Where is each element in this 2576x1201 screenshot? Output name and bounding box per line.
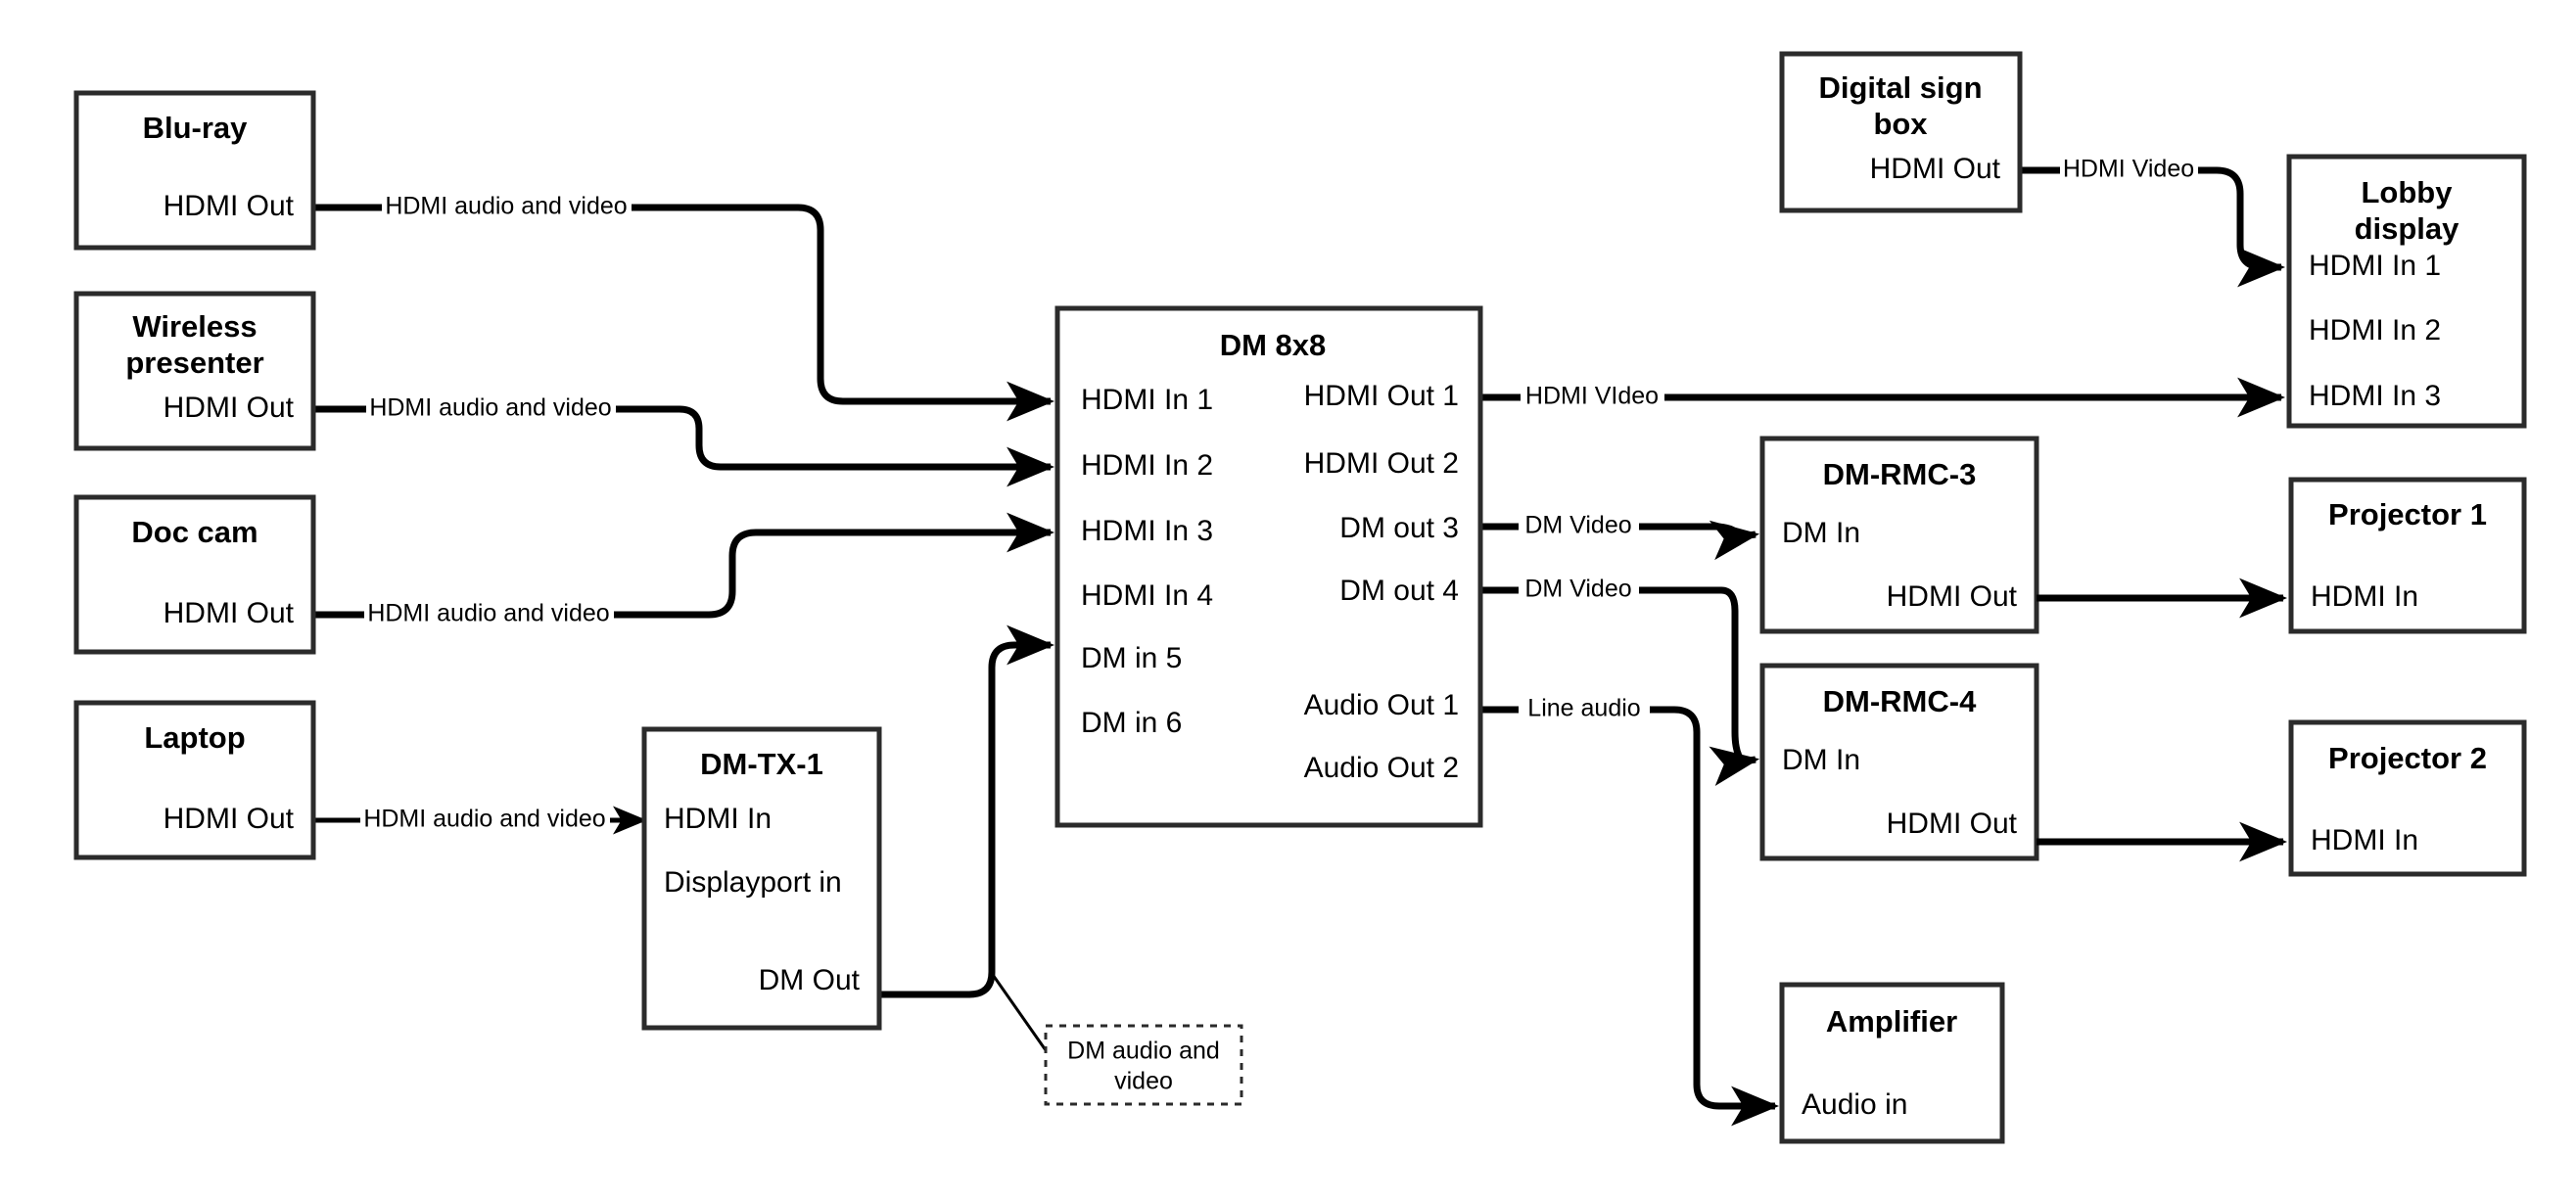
device-dm-8x8-box — [1054, 305, 1483, 828]
device-lobby-display-title-line1: Lobby — [2362, 175, 2454, 209]
link-label-digitalsign-to-lobby: HDMI Video — [2063, 156, 2194, 183]
device-lobby-display-input-2: HDMI In 2 — [2309, 314, 2441, 346]
device-dm-8x8-input-2: HDMI In 2 — [1081, 449, 1213, 482]
device-digital-sign-box[interactable]: Digital sign box HDMI Out — [1779, 51, 2023, 213]
device-projector-1[interactable]: Projector 1 HDMI In — [2288, 477, 2527, 634]
link-label-dm8x8-audioout1: Line audio — [1527, 695, 1640, 722]
device-doc-cam[interactable]: Doc cam HDMI Out — [73, 494, 316, 655]
device-dm-rmc-3-box — [1759, 436, 2039, 634]
device-dm-tx-1-port-hdmi-in: HDMI In — [664, 803, 772, 835]
wire-dmtx1-to-dm8x8 — [879, 624, 1055, 998]
device-doc-cam-title: Doc cam — [131, 515, 258, 549]
device-laptop-title: Laptop — [144, 720, 245, 755]
link-label-dm8x8-dmout4: DM Video — [1524, 576, 1631, 603]
device-dm-rmc-4[interactable]: DM-RMC-4 DM In HDMI Out — [1759, 663, 2039, 861]
link-label-bluray-to-dm8x8: HDMI audio and video — [385, 193, 627, 220]
device-dm-8x8-output-6: Audio Out 2 — [1304, 752, 1459, 784]
wire-digitalsign-to-lobby — [2020, 166, 2281, 267]
device-laptop-box — [73, 700, 316, 860]
device-dm-8x8[interactable]: DM 8x8 HDMI In 1 HDMI In 2 HDMI In 3 HDM… — [1054, 305, 1483, 828]
link-label-wireless-to-dm8x8: HDMI audio and video — [369, 394, 611, 422]
link-label-dm8x8-dmout3: DM Video — [1524, 512, 1631, 539]
device-wireless-presenter-title-line2: presenter — [125, 346, 263, 380]
wire-wireless-to-dm8x8 — [313, 405, 1051, 467]
device-digital-sign-box-title-line1: Digital sign — [1818, 70, 1982, 105]
device-projector-2-title: Projector 2 — [2328, 741, 2487, 775]
wire-dm8x8-dmout4-to-dmrmc4 — [1480, 586, 1756, 762]
device-bluray-box — [73, 90, 316, 251]
device-wireless-presenter-box — [73, 291, 316, 451]
device-dm-tx-1-port-displayport-in: Displayport in — [664, 866, 842, 899]
device-dm-8x8-input-6: DM in 6 — [1081, 707, 1182, 739]
link-label-laptop-to-dmtx1: HDMI audio and video — [363, 806, 605, 833]
callout-dm-audio-and-video-line2: video — [1114, 1068, 1173, 1095]
device-digital-sign-box-title-line2: box — [1873, 107, 1928, 141]
device-dm-rmc-3-title: DM-RMC-3 — [1823, 457, 1977, 491]
device-dm-tx-1-box — [641, 726, 882, 1031]
callout-dm-audio-and-video-box — [1044, 1024, 1243, 1106]
device-bluray-port-hdmi-out: HDMI Out — [164, 190, 295, 222]
device-dm-8x8-input-5: DM in 5 — [1081, 642, 1182, 674]
device-digital-sign-box-box — [1779, 51, 2023, 213]
device-dm-rmc-4-port-dm-in: DM In — [1782, 744, 1860, 776]
device-dm-8x8-output-4: DM out 4 — [1339, 575, 1459, 607]
device-dm-rmc-4-port-hdmi-out: HDMI Out — [1887, 808, 2018, 840]
device-dm-rmc-4-box — [1759, 663, 2039, 861]
callout-dm-audio-and-video-line1: DM audio and — [1067, 1038, 1220, 1065]
device-dm-rmc-3-port-dm-in: DM In — [1782, 517, 1860, 549]
device-projector-2-box — [2288, 719, 2527, 877]
device-dm-8x8-output-5: Audio Out 1 — [1304, 689, 1459, 721]
device-projector-2[interactable]: Projector 2 HDMI In — [2288, 719, 2527, 877]
device-amplifier-box — [1779, 982, 2005, 1144]
device-lobby-display-box — [2286, 154, 2527, 429]
device-bluray-title: Blu-ray — [143, 111, 249, 145]
device-wireless-presenter-title-line1: Wireless — [132, 309, 257, 344]
device-lobby-display-input-3: HDMI In 3 — [2309, 380, 2441, 412]
device-dm-tx-1[interactable]: DM-TX-1 HDMI In Displayport in DM Out — [641, 726, 882, 1031]
device-dm-rmc-3-port-hdmi-out: HDMI Out — [1887, 580, 2018, 613]
device-doc-cam-port-hdmi-out: HDMI Out — [164, 597, 295, 629]
device-dm-tx-1-port-dm-out: DM Out — [759, 964, 861, 996]
device-lobby-display[interactable]: Lobby display HDMI In 1 HDMI In 2 HDMI I… — [2286, 154, 2527, 429]
wire-doccam-to-dm8x8 — [313, 532, 1051, 619]
link-label-dm8x8-hdmiout1: HDMI VIdeo — [1525, 383, 1659, 410]
device-dm-rmc-3[interactable]: DM-RMC-3 DM In HDMI Out — [1759, 436, 2039, 634]
device-lobby-display-input-1: HDMI In 1 — [2309, 250, 2441, 282]
leader-dm-audio-video-callout — [989, 971, 1048, 1051]
wire-bluray-to-dm8x8 — [313, 204, 1051, 401]
device-projector-1-title: Projector 1 — [2328, 497, 2487, 531]
link-label-doccam-to-dm8x8: HDMI audio and video — [367, 600, 609, 627]
wire-dm8x8-audioout1-to-amplifier — [1480, 706, 1775, 1106]
device-dm-8x8-input-4: HDMI In 4 — [1081, 579, 1213, 612]
device-dm-8x8-output-1: HDMI Out 1 — [1304, 380, 1459, 412]
device-dm-rmc-4-title: DM-RMC-4 — [1823, 684, 1977, 718]
callout-dm-audio-and-video: DM audio and video — [1044, 1024, 1243, 1106]
device-dm-8x8-input-1: HDMI In 1 — [1081, 384, 1213, 416]
device-doc-cam-box — [73, 494, 316, 655]
device-laptop-port-hdmi-out: HDMI Out — [164, 803, 295, 835]
device-laptop[interactable]: Laptop HDMI Out — [73, 700, 316, 860]
wire-dm8x8-dmout3-to-dmrmc3 — [1480, 527, 1756, 536]
device-amplifier[interactable]: Amplifier Audio in — [1779, 982, 2005, 1144]
device-dm-tx-1-title: DM-TX-1 — [700, 747, 823, 781]
device-wireless-presenter[interactable]: Wireless presenter HDMI Out — [73, 291, 316, 451]
device-dm-8x8-title: DM 8x8 — [1220, 328, 1327, 362]
device-wireless-presenter-port-hdmi-out: HDMI Out — [164, 392, 295, 424]
device-bluray[interactable]: Blu-ray HDMI Out — [73, 90, 316, 251]
device-lobby-display-title-line2: display — [2355, 211, 2460, 246]
device-projector-1-box — [2288, 477, 2527, 634]
device-dm-8x8-input-3: HDMI In 3 — [1081, 515, 1213, 547]
device-amplifier-title: Amplifier — [1826, 1004, 1957, 1039]
device-dm-8x8-output-2: HDMI Out 2 — [1304, 447, 1459, 480]
device-amplifier-port-audio-in: Audio in — [1802, 1088, 1907, 1121]
device-digital-sign-box-port-hdmi-out: HDMI Out — [1870, 153, 2001, 185]
device-projector-2-port-hdmi-in: HDMI In — [2311, 824, 2418, 856]
device-dm-8x8-output-3: DM out 3 — [1339, 512, 1459, 544]
device-projector-1-port-hdmi-in: HDMI In — [2311, 580, 2418, 613]
